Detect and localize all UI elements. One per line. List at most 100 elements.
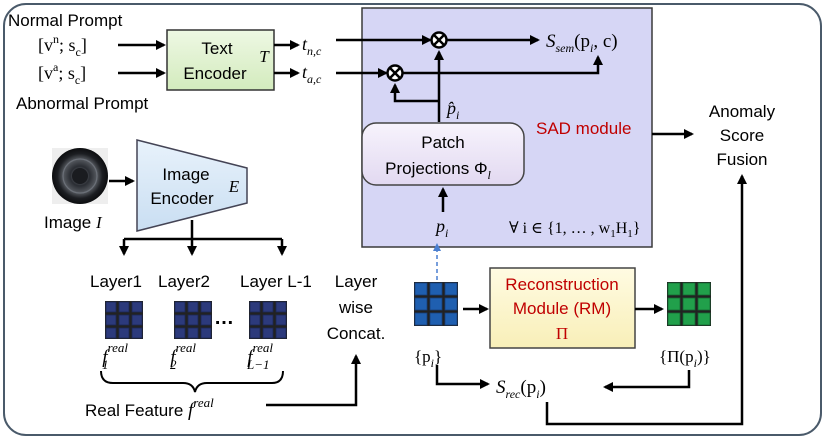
feature-grid-layer1	[105, 301, 143, 339]
grid-cell	[275, 301, 287, 313]
grid-cell	[200, 327, 212, 339]
grid-cell	[444, 282, 458, 296]
grid-cell	[682, 282, 696, 296]
grid-cell	[697, 297, 711, 311]
arrow-phat-to-mult-abnormal	[390, 83, 439, 103]
grid-cell	[187, 327, 199, 339]
grid-cell	[118, 301, 130, 313]
patch-grid-reconstructed	[667, 282, 711, 326]
pi-recon-label: {Π(pi)}	[659, 347, 711, 370]
s-rec-label: Srec(pi)	[496, 377, 546, 401]
grid-cell	[667, 282, 681, 296]
pi-set-label: {pi}	[414, 347, 442, 370]
grid-cell	[429, 312, 443, 326]
grid-cell	[275, 327, 287, 339]
grid-cell	[444, 312, 458, 326]
grid-cell	[174, 314, 186, 326]
layers-ellipsis: …	[214, 307, 234, 329]
arrow-patches-to-srec	[435, 365, 490, 389]
grid-cell	[174, 301, 186, 313]
grid-cell	[105, 327, 117, 339]
grid-cell	[187, 301, 199, 313]
grid-cell	[118, 314, 130, 326]
image-label: Image I	[44, 213, 103, 232]
grid-cell	[414, 312, 428, 326]
phat-label: p̂i	[445, 98, 459, 122]
arrow-recon-to-srec	[603, 370, 691, 392]
grid-cell	[105, 301, 117, 313]
text-encoder-box	[166, 29, 275, 91]
grid-cell	[667, 297, 681, 311]
real-feature-label: Real Feature freal	[85, 395, 214, 421]
arrow-mult-abnormal-to-ssem	[403, 55, 603, 75]
concat-line1: Layer	[335, 272, 378, 291]
forall-label: ∀ i ∈ {1, … , w1H1}	[509, 220, 640, 240]
text-encoder-line2: Encoder	[183, 64, 247, 83]
normal-prompt-vector: [vn; sc]	[38, 32, 87, 59]
abnormal-prompt-label: Abnormal Prompt	[16, 94, 149, 113]
arrow-realfeature-to-concat	[266, 354, 361, 407]
feature-grid-layerL	[249, 301, 287, 339]
layerL-label: Layer L-1	[240, 272, 312, 291]
grid-cell	[667, 312, 681, 326]
grid-cell	[200, 301, 212, 313]
concat-line3: Concat.	[327, 324, 386, 343]
rm-line1: Reconstruction	[505, 275, 618, 294]
t-abnormal: ta,c	[302, 62, 322, 86]
rm-line2: Module (RM)	[513, 299, 611, 318]
grid-cell	[414, 297, 428, 311]
grid-cell	[429, 282, 443, 296]
grid-cell	[275, 314, 287, 326]
grid-cell	[682, 297, 696, 311]
fusion-line2: Score	[720, 126, 764, 145]
image-encoder-line2: Encoder	[150, 189, 214, 208]
s-sem-label: Ssem(pi, c)	[546, 31, 618, 55]
layer1-label: Layer1	[90, 272, 142, 291]
pi-label: pi	[434, 216, 448, 240]
real-feature-brace	[100, 370, 284, 393]
grid-cell	[682, 312, 696, 326]
grid-cell	[262, 301, 274, 313]
fusion-line1: Anomaly	[709, 102, 776, 121]
normal-prompt-label: Normal Prompt	[8, 11, 123, 30]
multiply-op-normal	[430, 31, 448, 49]
sad-module-label: SAD module	[536, 119, 631, 138]
grid-cell	[262, 314, 274, 326]
rm-line3: Π	[556, 324, 568, 343]
image-encoder-line1: Image	[162, 165, 209, 184]
grid-cell	[131, 314, 143, 326]
patch-grid-input	[414, 282, 458, 326]
grid-cell	[444, 297, 458, 311]
grid-cell	[697, 312, 711, 326]
grid-cell	[174, 327, 186, 339]
grid-cell	[187, 314, 199, 326]
grid-cell	[131, 327, 143, 339]
text-encoder-line1: Text	[201, 39, 232, 58]
grid-cell	[249, 327, 261, 339]
patch-projections-line1: Patch	[421, 133, 464, 152]
grid-cell	[200, 314, 212, 326]
grid-cell	[249, 301, 261, 313]
fusion-line3: Fusion	[716, 150, 767, 169]
patch-projections-line2: Projections Φl	[385, 159, 491, 182]
concat-line2: wise	[338, 298, 373, 317]
grid-cell	[262, 327, 274, 339]
grid-cell	[118, 327, 130, 339]
image-encoder-symbol: E	[228, 177, 240, 196]
input-image	[52, 148, 108, 204]
image-encoder-box	[136, 139, 248, 232]
layer2-label: Layer2	[158, 272, 210, 291]
grid-cell	[697, 282, 711, 296]
grid-cell	[414, 282, 428, 296]
abnormal-prompt-vector: [va; sc]	[38, 60, 86, 87]
grid-cell	[105, 314, 117, 326]
feature-grid-layer2	[174, 301, 212, 339]
text-encoder-symbol: T	[259, 47, 270, 66]
grid-cell	[131, 301, 143, 313]
patch-projections-box	[361, 122, 525, 186]
